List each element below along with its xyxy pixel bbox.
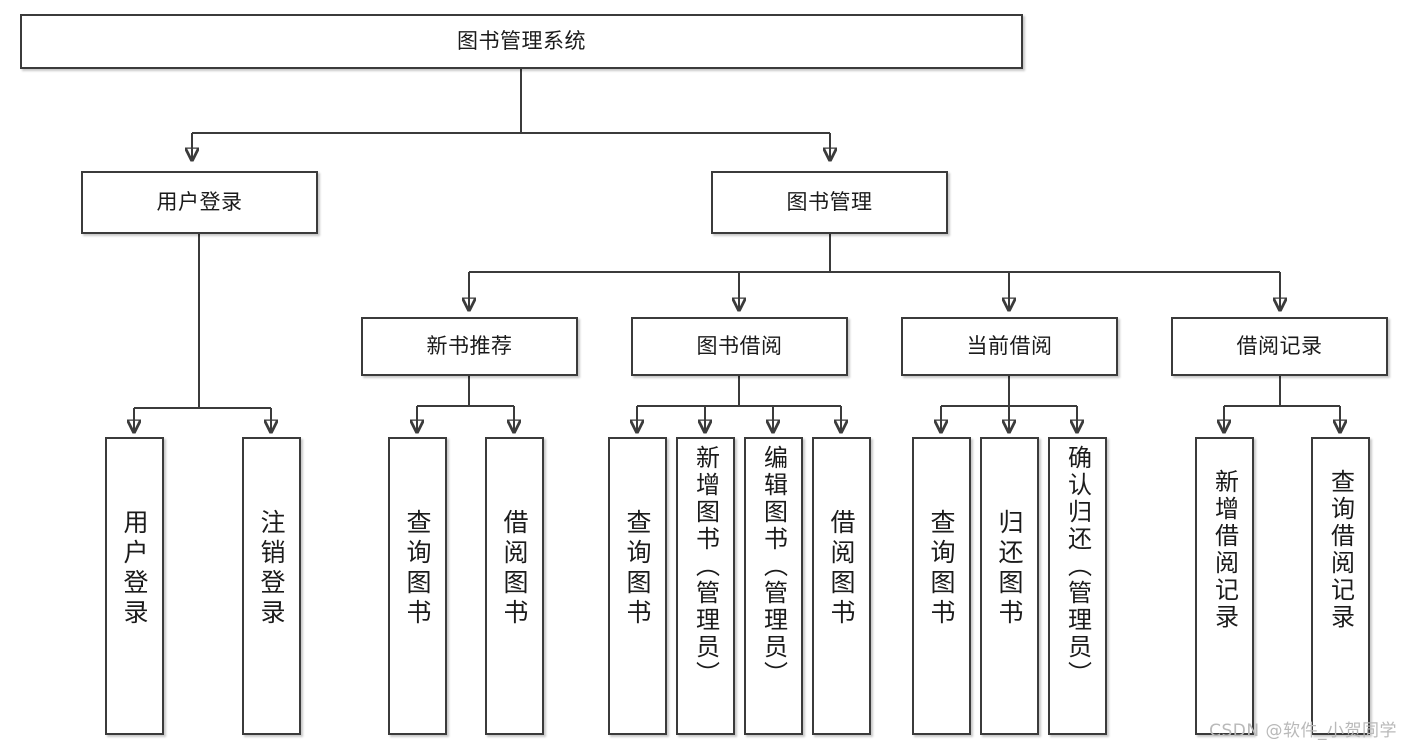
node-leaf-borrow-book[interactable]: 借阅图书 — [812, 437, 871, 735]
node-label: 新增图书（管理员） — [691, 445, 720, 688]
node-leaf-query-book-current[interactable]: 查询图书 — [912, 437, 971, 735]
node-leaf-borrow-book-recommend[interactable]: 借阅图书 — [485, 437, 544, 735]
node-label: 确认归还（管理员） — [1063, 445, 1092, 688]
node-label: 归还图书 — [995, 509, 1024, 629]
node-current-borrow[interactable]: 当前借阅 — [901, 317, 1118, 376]
node-label: 新书推荐 — [426, 334, 513, 359]
node-label: 查询图书 — [927, 509, 956, 629]
watermark: CSDN @软件_小贺同学 — [1209, 721, 1397, 741]
node-label: 注销登录 — [257, 509, 286, 629]
node-label: 借阅图书 — [827, 509, 856, 629]
node-root-book-management-system[interactable]: 图书管理系统 — [20, 14, 1023, 69]
node-book-management[interactable]: 图书管理 — [711, 171, 948, 234]
node-label: 图书借阅 — [696, 334, 783, 359]
node-label: 图书管理 — [786, 190, 873, 215]
node-label: 查询图书 — [623, 509, 652, 629]
node-leaf-return-book[interactable]: 归还图书 — [980, 437, 1039, 735]
node-label: 编辑图书（管理员） — [759, 445, 788, 688]
node-leaf-edit-book-admin[interactable]: 编辑图书（管理员） — [744, 437, 803, 735]
node-label: 用户登录 — [156, 190, 243, 215]
node-leaf-confirm-return-admin[interactable]: 确认归还（管理员） — [1048, 437, 1107, 735]
node-leaf-add-book-admin[interactable]: 新增图书（管理员） — [676, 437, 735, 735]
node-leaf-user-login[interactable]: 用户登录 — [105, 437, 164, 735]
node-new-book-recommend[interactable]: 新书推荐 — [361, 317, 578, 376]
node-label: 当前借阅 — [966, 334, 1053, 359]
node-user-login[interactable]: 用户登录 — [81, 171, 318, 234]
node-label: 借阅记录 — [1236, 334, 1323, 359]
node-leaf-query-book-recommend[interactable]: 查询图书 — [388, 437, 447, 735]
node-leaf-query-book-borrow[interactable]: 查询图书 — [608, 437, 667, 735]
node-borrow-record[interactable]: 借阅记录 — [1171, 317, 1388, 376]
node-leaf-add-borrow-record[interactable]: 新增借阅记录 — [1195, 437, 1254, 735]
node-book-borrow[interactable]: 图书借阅 — [631, 317, 848, 376]
node-label: 查询借阅记录 — [1326, 469, 1355, 631]
node-leaf-query-borrow-record[interactable]: 查询借阅记录 — [1311, 437, 1370, 735]
node-leaf-logout[interactable]: 注销登录 — [242, 437, 301, 735]
node-label: 新增借阅记录 — [1210, 469, 1239, 631]
node-label: 用户登录 — [120, 509, 149, 629]
node-label: 借阅图书 — [500, 509, 529, 629]
node-label: 图书管理系统 — [457, 29, 586, 54]
node-label: 查询图书 — [403, 509, 432, 629]
